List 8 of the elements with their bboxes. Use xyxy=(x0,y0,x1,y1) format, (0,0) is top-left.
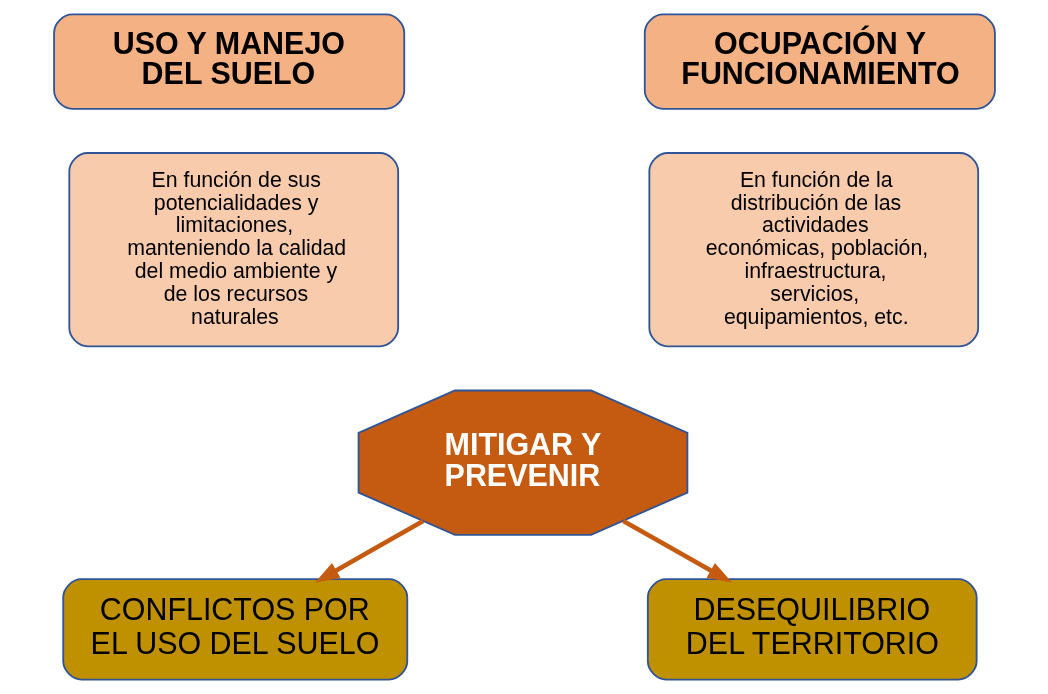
node-box: USO Y MANEJO DEL SUELO xyxy=(52,13,405,110)
arrow xyxy=(314,519,424,583)
node-box: En función de sus potencialidades y limitaciones, manteniendo la calidad del medio ambiente y de los recursos naturales xyxy=(67,152,399,348)
node-box: CONFLICTOS POR EL USO DEL SUELO xyxy=(61,578,408,681)
node-box: OCUPACIÓN Y FUNCIONAMIENTO xyxy=(643,13,996,110)
arrow xyxy=(621,519,732,583)
node-box: En función de la distribución de las actividades económicas, población, infraestructura, servicios, equipamientos, etc. xyxy=(647,152,979,348)
node-box: DESEQUILIBRIO DEL TERRITORIO xyxy=(646,578,978,681)
